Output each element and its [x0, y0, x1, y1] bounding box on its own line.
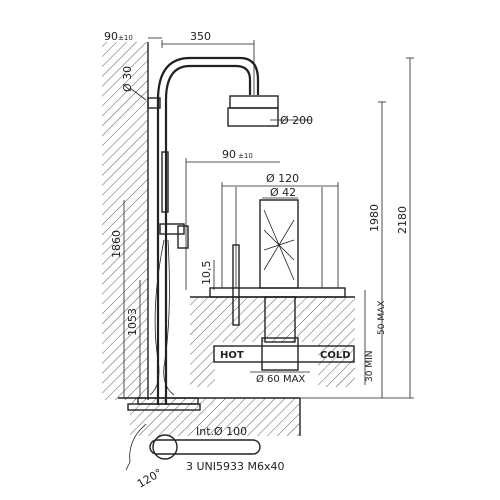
label-valve-offset: 90: [222, 148, 236, 161]
plan-view: [125, 423, 261, 471]
dimension-lines: [123, 37, 414, 399]
label-min-depth: 30 MIN: [365, 351, 375, 382]
label-bolt-circle: Int.Ø 100: [196, 425, 247, 438]
label-arm-reach: 350: [190, 30, 211, 43]
label-pipe-max: Ø 60 MAX: [256, 373, 305, 385]
label-tube-diameter: Ø 30: [121, 66, 134, 92]
label-hot: HOT: [220, 350, 244, 361]
label-fasteners: 3 UNI5933 M6x40: [186, 460, 285, 473]
shower-column: [127, 56, 279, 411]
wall: [102, 42, 149, 400]
label-height-head: 1980: [368, 204, 381, 232]
label-flange-inner: Ø 42: [270, 186, 296, 199]
label-flange-outer: Ø 120: [266, 172, 299, 185]
label-cold: COLD: [320, 350, 351, 361]
label-height-handshower: 1053: [126, 308, 139, 336]
label-shower-head: Ø 200: [280, 114, 313, 127]
label-flush-depth: 10,5: [200, 261, 213, 286]
label-height-mixer: 1860: [110, 230, 123, 258]
label-height-total: 2180: [396, 206, 409, 234]
valve-section: [209, 187, 355, 371]
label-wall-offset-tol: ±10: [118, 34, 133, 42]
valve-floor-section: [190, 296, 355, 387]
label-max-depth: 50 MAX: [377, 301, 387, 335]
label-angle: 120°: [135, 466, 164, 491]
label-valve-offset-tol: ±10: [238, 152, 253, 160]
label-wall-offset: 90: [104, 30, 118, 43]
